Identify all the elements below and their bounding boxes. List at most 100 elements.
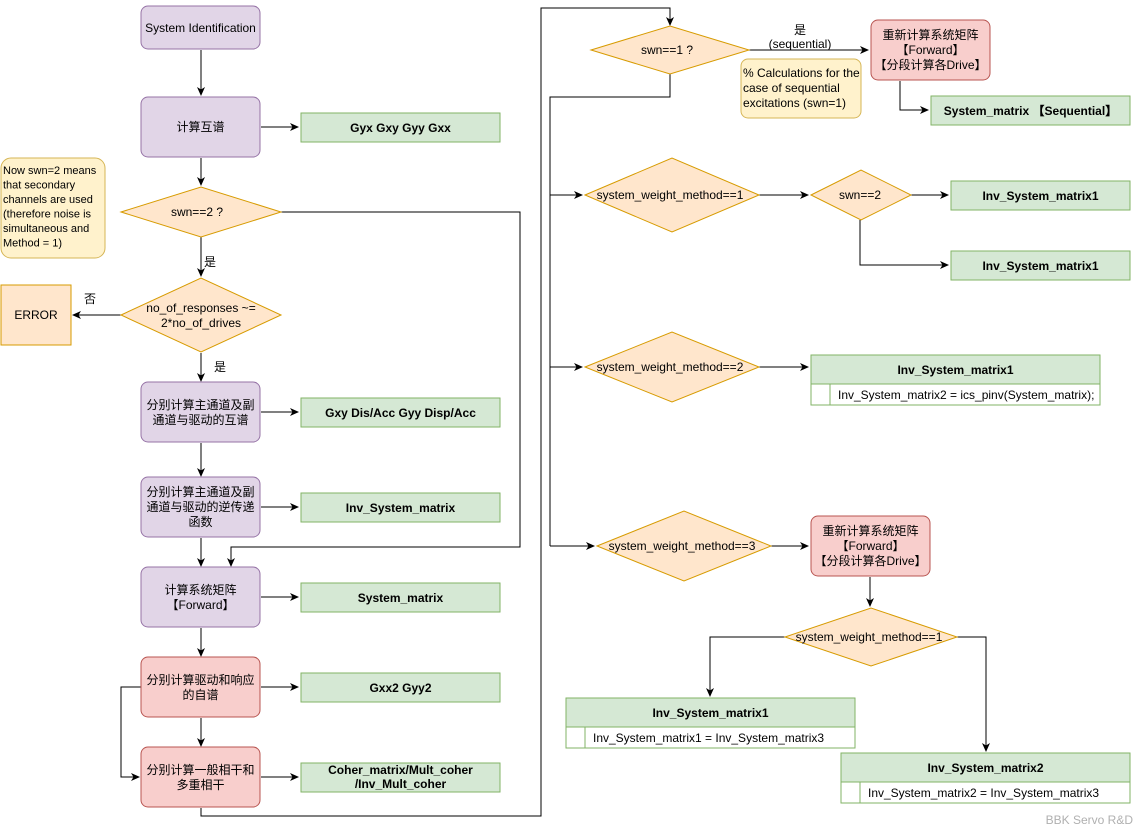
node-system-identification: System Identification	[140, 5, 261, 50]
decision-label: system_weight_method==3	[609, 539, 756, 553]
node-label: System Identification	[145, 21, 256, 35]
table-header: Inv_System_matrix1	[897, 363, 1013, 377]
text-line: 通道与驱动的互谱	[152, 412, 248, 427]
node-label: 计算互谱	[176, 119, 224, 134]
edge-swn1-no-spine	[549, 74, 671, 546]
node-label: 分别计算主通道及副通道与驱动的逆传递函数	[146, 484, 254, 529]
text-line: 的自谱	[182, 687, 218, 702]
node-label: System_matrix 【Sequential】	[944, 103, 1117, 118]
node-coher-matrix: Coher_matrix/Mult_coher/Inv_Mult_coher	[300, 762, 501, 793]
node-label: Inv_System_matrix1	[982, 189, 1098, 203]
decision-swn-eq-2b: swn==2	[809, 169, 913, 221]
decision-swn-eq-1: swn==1 ?	[589, 25, 751, 75]
node-inv-system-matrix: Inv_System_matrix	[300, 492, 501, 523]
edge-label-yes: 是	[214, 360, 226, 374]
text-line: 分别计算主通道及副	[146, 397, 254, 412]
edge-coh-to-right-column	[200, 7, 674, 817]
node-error: ERROR	[0, 284, 72, 346]
decision-label: system_weight_method==2	[597, 360, 744, 374]
decision-swn-eq-2: swn==2 ?	[119, 186, 283, 238]
table-inv-sm1: Inv_System_matrix1 Inv_System_matrix2 = …	[810, 354, 1101, 406]
note-lines: Now swn=2 means that secondary channels ar…	[3, 165, 97, 250]
text-line: /Inv_Mult_coher	[355, 777, 447, 791]
decision-weight-1b: system_weight_method==1	[783, 607, 959, 667]
text-line: 重新计算系统矩阵	[822, 523, 918, 538]
node-recompute-1: 重新计算系统矩阵【Forward】【分段计算各Drive】	[870, 19, 991, 81]
decision-label: no_of_responses ~=2*no_of_drives	[146, 301, 255, 330]
node-auto-spectra: 分别计算驱动和响应的自谱	[140, 656, 261, 718]
edge-recompute1-to-seq	[899, 81, 929, 114]
text-line: 函数	[188, 514, 212, 529]
text-line: 重新计算系统矩阵	[882, 27, 978, 42]
edge-label-yes: 是	[794, 23, 806, 37]
node-coherence: 分别计算一般相干和多重相干	[140, 746, 261, 808]
node-gxy-dis-acc: Gxy Dis/Acc Gyy Disp/Acc	[300, 397, 501, 428]
node-label: Coher_matrix/Mult_coher/Inv_Mult_coher	[328, 763, 473, 791]
node-label: 分别计算一般相干和多重相干	[146, 762, 254, 792]
text-line: % Calculations for the	[743, 66, 860, 80]
table-header: Inv_System_matrix2	[927, 761, 1043, 775]
node-compute-system-matrix: 计算系统矩阵【Forward】	[140, 566, 261, 628]
node-gxx2-gyy2: Gxx2 Gyy2	[300, 672, 501, 703]
text-line: 【Forward】	[836, 539, 904, 553]
text-line: simultaneous and	[3, 223, 89, 235]
decision-responses-check: no_of_responses ~=2*no_of_drives	[119, 277, 283, 353]
node-label: 分别计算主通道及副通道与驱动的互谱	[146, 397, 254, 427]
table-row: Inv_System_matrix1 = Inv_System_matrix3	[593, 731, 824, 745]
node-label: Gxy Dis/Acc Gyy Disp/Acc	[325, 406, 476, 420]
decision-weight-2: system_weight_method==2	[583, 331, 761, 403]
table-row: Inv_System_matrix2 = Inv_System_matrix3	[868, 786, 1099, 800]
table-inv-sm1-c: Inv_System_matrix1 Inv_System_matrix1 = …	[565, 697, 856, 749]
node-label: System_matrix	[358, 591, 444, 605]
table-header: Inv_System_matrix1	[652, 706, 768, 720]
note-swn2: Now swn=2 means that secondary channels ar…	[0, 157, 106, 259]
text-line: that secondary	[3, 180, 76, 192]
edge-swn2-no-loop	[227, 211, 521, 567]
edge-label-yes: 是	[204, 255, 216, 269]
text-line: no_of_responses ~=	[146, 301, 255, 315]
node-label: Inv_System_matrix1	[982, 259, 1098, 273]
text-line: 多重相干	[176, 778, 224, 792]
node-label: ERROR	[14, 308, 58, 322]
text-line: excitations (swn=1)	[743, 96, 846, 110]
node-recompute-2: 重新计算系统矩阵【Forward】【分段计算各Drive】	[810, 515, 931, 577]
node-label: 重新计算系统矩阵【Forward】【分段计算各Drive】	[874, 27, 986, 72]
text-line: Now swn=2 means	[3, 165, 97, 177]
node-gyx-gxy-gyy-gxx: Gyx Gxy Gyy Gxx	[300, 112, 501, 143]
node-system-matrix: System_matrix	[300, 582, 501, 613]
watermark: BBK Servo R&D	[1046, 813, 1134, 827]
text-line: 2*no_of_drives	[161, 316, 241, 330]
node-inv-sm1-b: Inv_System_matrix1	[950, 250, 1131, 281]
edges	[72, 7, 990, 817]
text-line: channels are used	[3, 194, 93, 206]
text-line: case of sequential	[743, 81, 840, 95]
text-line: 【Forward】	[896, 43, 964, 57]
node-system-matrix-sequential: System_matrix 【Sequential】	[930, 95, 1131, 126]
edge-label-no: 否	[84, 292, 96, 306]
edge-weight1b-to-inv1c	[706, 636, 785, 697]
node-separate-inverse: 分别计算主通道及副通道与驱动的逆传递函数	[140, 476, 261, 538]
edge-swn2b-to-inv1b	[859, 220, 949, 269]
decision-label: swn==1 ?	[641, 43, 693, 57]
text-line: 【Forward】	[166, 598, 234, 612]
decision-weight-3: system_weight_method==3	[595, 510, 773, 582]
node-separate-cross: 分别计算主通道及副通道与驱动的互谱	[140, 381, 261, 443]
decision-weight-1: system_weight_method==1	[583, 157, 761, 233]
text-line: 【分段计算各Drive】	[814, 553, 926, 568]
node-inv-sm1-a: Inv_System_matrix1	[950, 180, 1131, 211]
edge-label-sequential: (sequential)	[769, 37, 832, 51]
node-label: Inv_System_matrix	[346, 501, 456, 515]
text-line: 分别计算驱动和响应	[146, 672, 254, 687]
table-row: Inv_System_matrix2 = ics_pinv(System_mat…	[838, 388, 1094, 402]
table-inv-sm2: Inv_System_matrix2 Inv_System_matrix2 = …	[840, 752, 1131, 804]
text-line: (therefore noise is	[3, 209, 92, 221]
node-label: Gyx Gxy Gyy Gxx	[350, 121, 451, 135]
text-line: Coher_matrix/Mult_coher	[328, 763, 473, 777]
text-line: 分别计算一般相干和	[146, 762, 254, 777]
node-label: Gxx2 Gyy2	[369, 681, 431, 695]
text-line: 【分段计算各Drive】	[874, 57, 986, 72]
node-label: 重新计算系统矩阵【Forward】【分段计算各Drive】	[814, 523, 926, 568]
